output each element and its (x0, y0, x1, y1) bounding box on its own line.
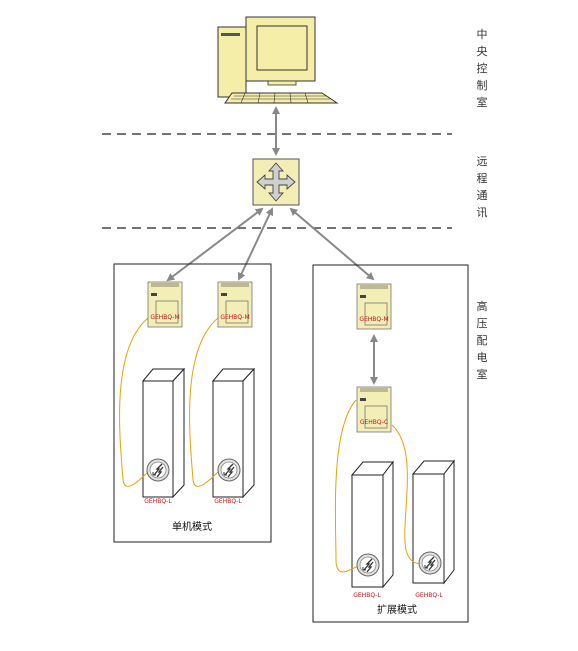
zone-label-remote: 远程通讯 (477, 155, 488, 219)
lightning-sensor-icon (217, 458, 241, 482)
device-label: GEHBQ-M (220, 314, 249, 321)
sensor-label: GEHBQ-L (214, 498, 242, 505)
lightning-sensor-icon (418, 551, 442, 575)
link-hub-ext-master (289, 207, 375, 281)
device-ext-master: GEHBQ-M (356, 283, 392, 330)
extended-mode-frame (312, 264, 469, 623)
single-mode-label: 单机模式 (172, 520, 212, 533)
computer-icon (217, 16, 339, 104)
switchgear-cabinet (141, 367, 186, 499)
device-label: GEHBQ-M (359, 316, 388, 323)
fiber-cable (119, 317, 429, 573)
extended-mode-label: 扩展模式 (377, 603, 417, 616)
zone-label-hv-room: 高压配电室 (477, 299, 488, 381)
link-hub-single-a (166, 207, 264, 282)
link-hub-single-b (237, 207, 274, 281)
zone-label-central: 中央控制室 (477, 28, 488, 109)
sensor-label: GEHBQ-L (415, 592, 443, 599)
lightning-sensor-icon (146, 458, 170, 482)
link-arrows (166, 106, 378, 385)
lightning-sensor-icon (356, 553, 380, 577)
device-label: GEHBQ-M (150, 314, 179, 321)
sensor-label: GEHBQ-L (144, 498, 172, 505)
device-label: GEHBQ-C (360, 419, 388, 426)
device-single-b: GEHBQ-M (217, 281, 253, 328)
single-mode-frame (113, 263, 272, 543)
sensor-label: GEHBQ-L (353, 592, 381, 599)
communication-hub-icon (252, 158, 300, 206)
device-single-a: GEHBQ-M (147, 281, 183, 328)
device-ext-child: GEHBQ-C (356, 386, 392, 433)
